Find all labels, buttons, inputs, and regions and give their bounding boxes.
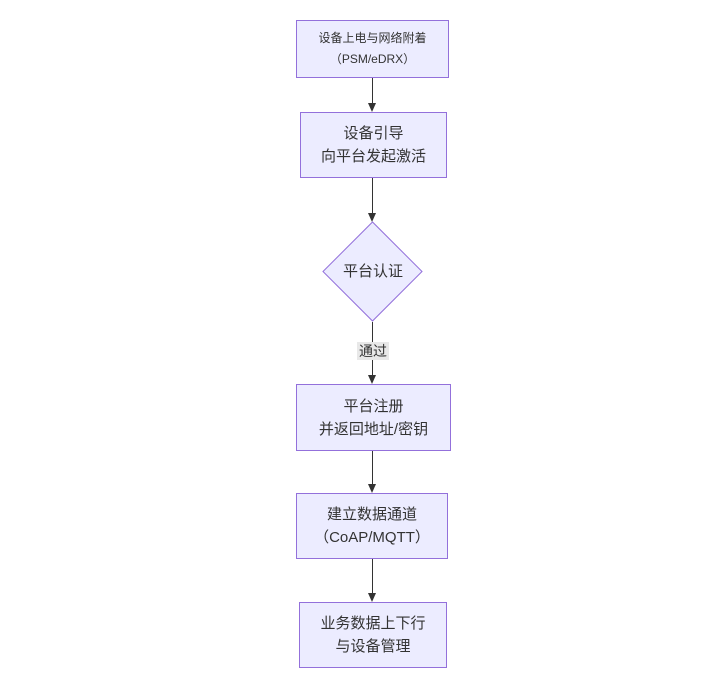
node-power-attach-line2: （PSM/eDRX） — [329, 52, 416, 66]
arrow-power-to-bootstrap-line — [372, 78, 373, 104]
node-bootstrap-line2: 向平台发起激活 — [320, 148, 426, 165]
node-platform-register-line2: 并返回地址/密钥 — [318, 420, 429, 438]
node-power-attach-line1: 设备上电与网络附着 — [318, 31, 427, 45]
node-platform-register: 平台注册 并返回地址/密钥 — [296, 384, 451, 451]
arrow-bootstrap-to-auth-line — [372, 178, 373, 214]
node-platform-register-line1: 平台注册 — [343, 397, 404, 415]
node-bootstrap-line1: 设备引导 — [343, 125, 404, 142]
arrow-register-to-channel-line — [372, 451, 373, 485]
node-business-data-line1: 业务数据上下行 — [320, 615, 426, 632]
edge-label-pass: 通过 — [357, 342, 389, 360]
arrow-bootstrap-to-auth-head — [368, 213, 376, 222]
arrow-channel-to-business-line — [372, 559, 373, 594]
node-business-data-line2: 与设备管理 — [335, 638, 411, 655]
arrow-power-to-bootstrap-head — [368, 103, 376, 112]
arrow-auth-to-register-head — [368, 375, 376, 384]
arrow-register-to-channel-head — [368, 484, 376, 493]
node-data-channel-line2: （CoAP/MQTT） — [314, 529, 430, 546]
node-data-channel-line1: 建立数据通道 — [326, 506, 417, 523]
node-business-data: 业务数据上下行 与设备管理 — [299, 602, 447, 668]
node-data-channel: 建立数据通道 （CoAP/MQTT） — [296, 493, 448, 559]
arrow-channel-to-business-head — [368, 593, 376, 602]
node-power-attach: 设备上电与网络附着 （PSM/eDRX） — [296, 20, 449, 78]
node-bootstrap: 设备引导 向平台发起激活 — [300, 112, 447, 178]
decision-platform-auth-label: 平台认证 — [342, 263, 403, 280]
